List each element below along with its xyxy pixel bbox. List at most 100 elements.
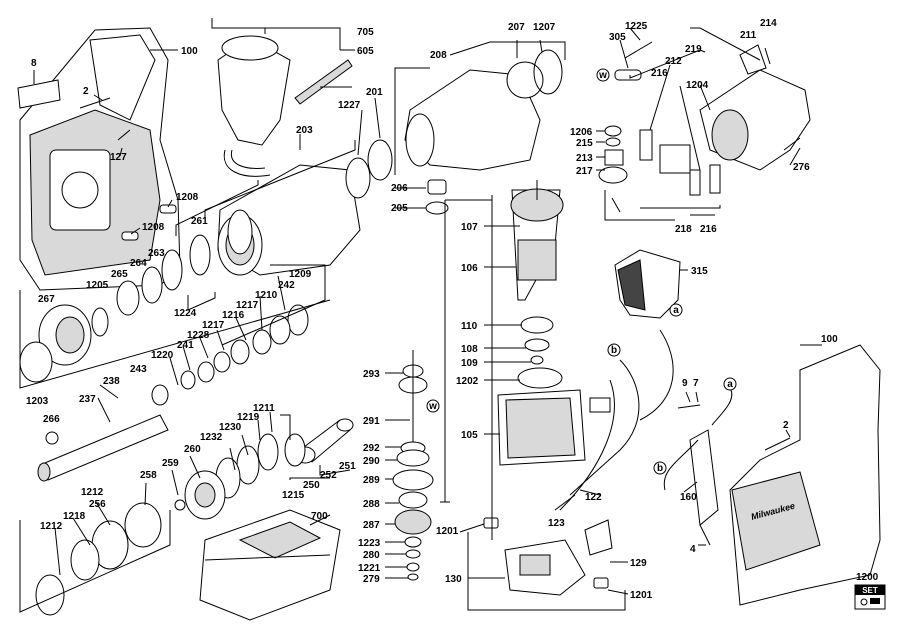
marker-b-switch: b — [611, 345, 617, 356]
brush-holder — [483, 517, 613, 596]
marker-a-cord: a — [727, 379, 733, 390]
part-label-1212: 1212 — [40, 521, 63, 532]
armature — [510, 180, 564, 365]
part-label-264: 264 — [130, 258, 147, 269]
part-label-700: 700 — [311, 511, 328, 522]
part-label-293: 293 — [363, 369, 380, 380]
part-label-237: 237 — [79, 394, 96, 405]
trigger-switch — [614, 249, 681, 319]
part-label-242: 242 — [278, 280, 295, 291]
set-badge: SET — [854, 584, 886, 610]
part-label-201: 201 — [366, 87, 383, 98]
part-label-122: 122 — [585, 492, 602, 503]
housing-right-half: Milwaukee — [729, 344, 881, 606]
part-label-1206: 1206 — [570, 127, 593, 138]
part-label-105: 105 — [461, 430, 478, 441]
set-badge-text: SET — [862, 586, 878, 595]
threaded-rod — [294, 59, 353, 105]
ring-1207 — [533, 49, 563, 95]
part-label-260: 260 — [184, 444, 201, 455]
part-label-1200: 1200 — [856, 572, 879, 583]
part-label-1224: 1224 — [174, 308, 197, 319]
part-label-1207: 1207 — [533, 22, 556, 33]
part-label-1219: 1219 — [237, 412, 260, 423]
part-label-108: 108 — [461, 344, 478, 355]
part-label-130: 130 — [445, 574, 462, 585]
part-label-206: 206 — [391, 183, 408, 194]
part-label-7: 7 — [693, 378, 699, 389]
small-ring-set — [284, 433, 306, 467]
part-label-123: 123 — [548, 518, 565, 529]
part-label-129: 129 — [630, 558, 647, 569]
part-label-291: 291 — [363, 416, 380, 427]
mode-selector-assembly — [598, 41, 811, 213]
part-label-217: 217 — [576, 166, 593, 177]
part-label-109: 109 — [461, 358, 478, 369]
part-label-100: 100 — [181, 46, 198, 57]
part-label-305: 305 — [609, 32, 626, 43]
marker-b-cord: b — [657, 463, 663, 474]
ring-stack-lower — [35, 433, 279, 616]
marker-w-top: w — [598, 70, 607, 81]
part-label-2: 2 — [83, 86, 89, 97]
part-label-100: 100 — [821, 334, 838, 345]
part-label-1203: 1203 — [26, 396, 49, 407]
part-label-107: 107 — [461, 222, 478, 233]
leader-lines — [19, 18, 822, 613]
callout-markers: a b a b w w — [426, 68, 737, 475]
cylinder-housing — [404, 61, 544, 171]
part-label-213: 213 — [576, 153, 593, 164]
carry-case — [199, 509, 341, 621]
part-label-8: 8 — [31, 58, 37, 69]
part-label-250: 250 — [303, 480, 320, 491]
part-label-216: 216 — [651, 68, 668, 79]
part-label-214: 214 — [760, 18, 777, 29]
part-label-289: 289 — [363, 475, 380, 486]
part-label-1220: 1220 — [151, 350, 174, 361]
part-label-207: 207 — [508, 22, 525, 33]
part-label-218: 218 — [675, 224, 692, 235]
part-label-276: 276 — [793, 162, 810, 173]
part-label-267: 267 — [38, 294, 55, 305]
power-cord — [663, 389, 791, 546]
part-label-4: 4 — [690, 544, 696, 555]
part-label-1232: 1232 — [200, 432, 223, 443]
part-label-251: 251 — [339, 461, 356, 472]
screws-left — [79, 97, 177, 241]
part-label-1216: 1216 — [222, 310, 245, 321]
gear-column — [392, 350, 434, 581]
part-label-216: 216 — [700, 224, 717, 235]
part-label-1223: 1223 — [358, 538, 381, 549]
part-label-263: 263 — [148, 248, 165, 259]
part-label-605: 605 — [357, 46, 374, 57]
wiring — [559, 329, 674, 511]
part-label-1230: 1230 — [219, 422, 242, 433]
marker-w-gear: w — [428, 401, 437, 412]
part-label-279: 279 — [363, 574, 380, 585]
part-label-2: 2 — [783, 420, 789, 431]
part-label-290: 290 — [363, 456, 380, 467]
part-label-243: 243 — [130, 364, 147, 375]
part-label-160: 160 — [680, 492, 697, 503]
marker-a-switch: a — [673, 305, 679, 316]
part-label-280: 280 — [363, 550, 380, 561]
part-label-1221: 1221 — [358, 563, 381, 574]
part-label-241: 241 — [177, 340, 194, 351]
part-label-705: 705 — [357, 27, 374, 38]
part-label-1211: 1211 — [253, 403, 275, 414]
part-label-1208: 1208 — [176, 192, 199, 203]
bushing-bearing — [425, 179, 449, 215]
part-label-1227: 1227 — [338, 100, 361, 111]
part-label-261: 261 — [191, 216, 208, 227]
bearing-group-1209 — [151, 304, 309, 406]
part-label-211: 211 — [740, 30, 757, 41]
part-label-252: 252 — [320, 470, 337, 481]
part-label-258: 258 — [140, 470, 157, 481]
side-handle — [217, 35, 291, 177]
part-label-1225: 1225 — [625, 21, 648, 32]
part-label-127: 127 — [110, 152, 127, 163]
part-label-256: 256 — [89, 499, 106, 510]
part-label-1210: 1210 — [255, 290, 278, 301]
field-coil — [497, 367, 586, 466]
